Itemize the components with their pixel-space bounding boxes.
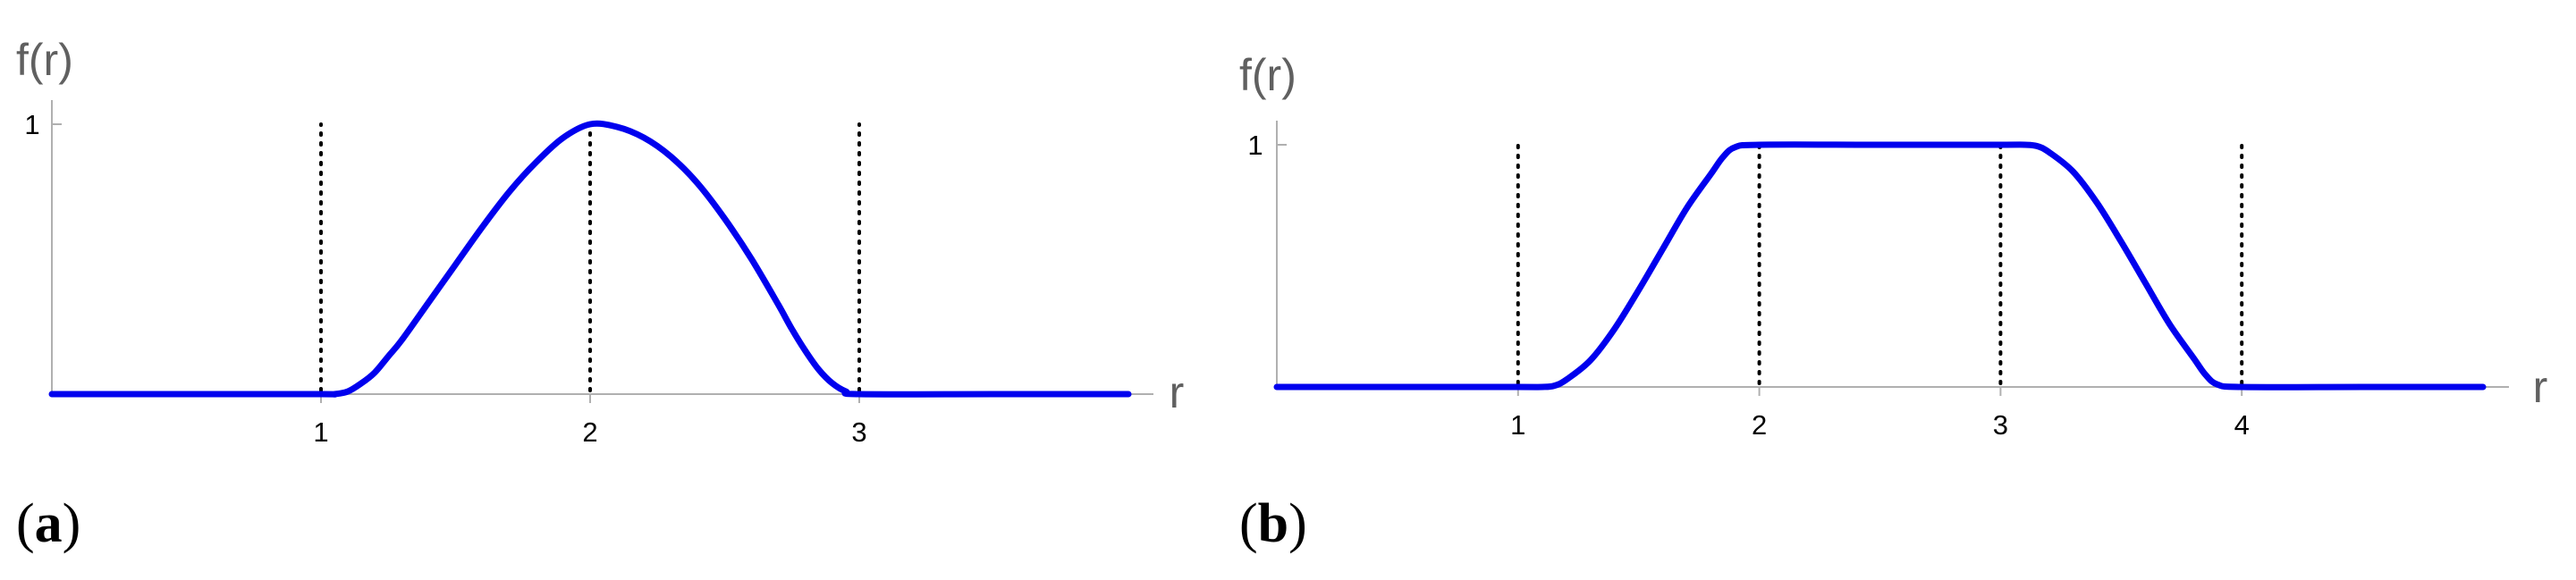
panel-label-close-paren: ) [63,493,81,554]
panel-label-open-paren: ( [1239,493,1258,554]
x-tick-label-2: 2 [582,416,597,448]
y-axis-title: f(r) [16,35,73,85]
y-tick-label-1: 1 [24,109,39,140]
chart-panel-b: 1 2 3 4 1 f(r) r (b) [1239,50,2547,554]
y-axis-title: f(r) [1239,50,1296,100]
x-tick-label-4: 4 [2234,409,2250,441]
series-line-0 [48,120,1132,398]
y-tick-label-1: 1 [1247,130,1263,161]
panel-label: (a) [16,493,80,554]
series-line-0 [1273,141,2487,391]
x-axis-title: r [1170,367,1185,417]
x-tick-label-1: 1 [313,416,328,448]
panel-label: (b) [1239,493,1307,554]
panel-label-open-paren: ( [16,493,35,554]
x-tick-label-3: 3 [1993,409,2008,441]
panel-label-letter: a [35,493,63,554]
x-tick-label-3: 3 [851,416,866,448]
x-tick-label-1: 1 [1510,409,1525,441]
chart-panel-a: 1 2 3 1 f(r) r (a) [16,35,1184,554]
panel-label-letter: b [1258,493,1288,554]
x-axis-title: r [2533,362,2548,412]
panel-label-close-paren: ) [1288,493,1307,554]
x-tick-label-2: 2 [1752,409,1767,441]
